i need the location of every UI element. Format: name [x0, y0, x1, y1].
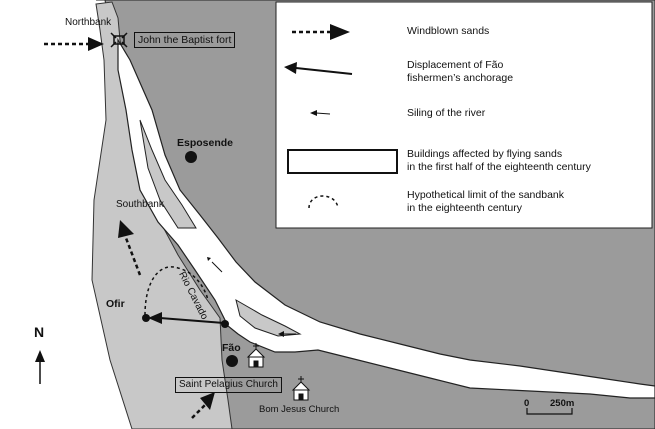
bom-jesus-label: Bom Jesus Church	[259, 404, 340, 415]
esposende-label: Esposende	[177, 137, 234, 149]
legend-limit-line2: in the eighteenth century	[407, 202, 522, 214]
river	[117, 37, 655, 399]
fao-dot	[226, 355, 238, 367]
ofir-label: Ofir	[106, 298, 125, 310]
church-icon	[291, 376, 311, 401]
silting-arrow	[207, 257, 223, 273]
legend-windblown-symbol	[292, 24, 350, 40]
legend-buildings-line1: Buildings affected by flying sands	[407, 148, 563, 160]
windblown-arrow	[44, 37, 104, 51]
saint-pelagius-label: Saint Pelagius Church	[175, 377, 282, 393]
northbank-label: Northbank	[65, 17, 112, 28]
north-arrow-label: N	[34, 324, 45, 340]
ofir-dot	[142, 314, 150, 322]
fao-label: Fão	[222, 342, 241, 354]
windblown-arrow	[118, 220, 142, 276]
windblown-arrow	[191, 392, 215, 419]
legend-buildings-line2: in the first half of the eighteenth cent…	[407, 161, 591, 173]
silting-arrow	[278, 331, 296, 337]
legend-limit-line1: Hypothetical limit of the sandbank	[407, 189, 565, 201]
fort-icon	[110, 32, 128, 48]
legend-silting-text: Siling of the river	[407, 107, 486, 119]
esposende-dot	[185, 151, 197, 163]
scale-bar	[526, 408, 573, 415]
legend-limit-text: Hypothetical limit of the sandbank in th…	[407, 189, 564, 215]
church-icon	[246, 343, 266, 368]
legend-windblown-text: Windblown sands	[407, 25, 490, 37]
legend-displacement-line1: Displacement of Fão	[407, 59, 504, 71]
legend-limit-symbol	[308, 195, 339, 209]
scale-zero-label: 0	[524, 398, 530, 409]
legend-buildings-symbol	[287, 149, 398, 174]
anchorage-displacement-arrow	[148, 312, 225, 324]
fort-label: John the Baptist fort	[134, 32, 236, 48]
north-arrow	[35, 350, 45, 384]
river-island	[139, 119, 197, 229]
legend-displacement-text: Displacement of Fão fishermen’s anchorag…	[407, 59, 513, 85]
southbank-label: Southbank	[116, 199, 164, 210]
legend-displacement-symbol	[284, 62, 353, 75]
legend-panel	[275, 1, 653, 229]
river-island	[235, 298, 302, 337]
legend-silting-symbol	[310, 110, 331, 116]
anchorage-dot	[221, 320, 229, 328]
legend-displacement-line2: fishermen’s anchorage	[407, 72, 514, 84]
sandbank-limit-line	[144, 266, 209, 316]
scale-distance-label: 250m	[550, 398, 575, 409]
legend-buildings-text: Buildings affected by flying sands in th…	[407, 148, 591, 174]
